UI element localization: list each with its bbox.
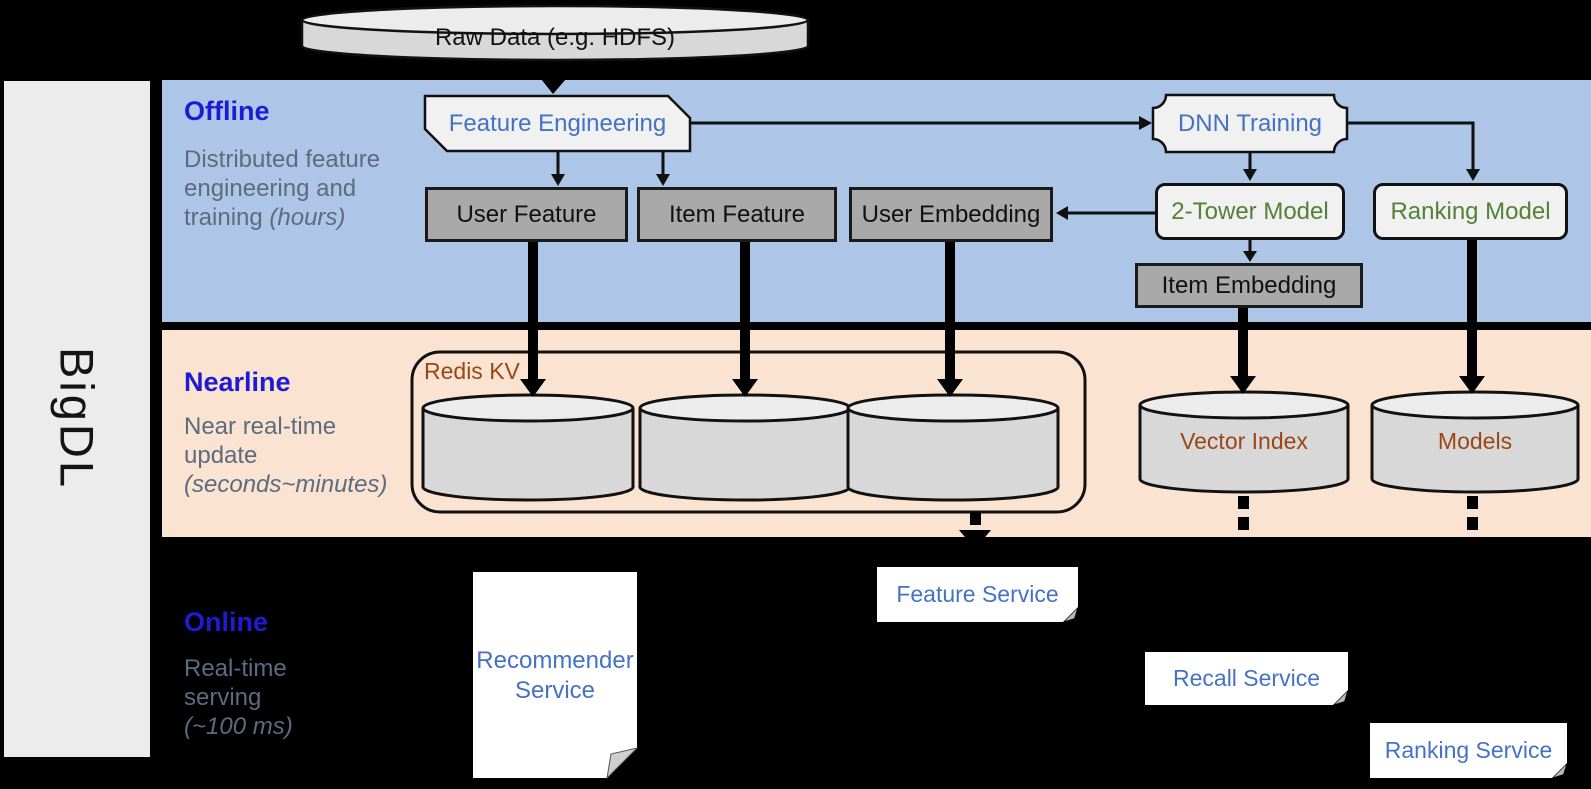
offline-subtitle-text: Distributed feature engineering and trai… [184,146,381,231]
recall-service-node: Recall Service [1145,652,1348,705]
ranking-service-label: Ranking Service [1384,737,1553,763]
online-section-subtitle: Real-time serving (~100 ms) [184,654,319,741]
ranking-model-label: Ranking Model [1390,197,1551,225]
two-tower-model-node: 2-Tower Model [1155,183,1345,240]
user-embedding-label: User Embedding [861,200,1041,228]
ranking-model-node: Ranking Model [1373,183,1568,240]
feature-service-node: Feature Service [877,567,1078,622]
bigdl-logo-text: BigDL [50,347,104,491]
folded-corner-icon [1552,763,1567,778]
feature-service-label: Feature Service [896,581,1059,607]
nearline-subtitle-text: Near real-time update [184,413,337,469]
feature-engineering-label: Feature Engineering [448,109,667,137]
offline-section-title: Offline [184,96,270,126]
nearline-section-subtitle: Near real-time update (seconds~minutes) [184,412,414,499]
two-tower-model-label: 2-Tower Model [1171,197,1329,225]
vector-index-label: Vector Index [1180,427,1308,454]
user-embedding-node: User Embedding [849,187,1053,242]
nearline-section-title: Nearline [184,367,291,397]
online-subtitle-text: Real-time serving [184,655,287,711]
user-feature-node: User Feature [425,187,628,242]
item-embedding-label: Item Embedding [1161,271,1337,299]
recall-service-label: Recall Service [1173,665,1320,691]
online-subtitle-em: (~100 ms) [184,713,293,740]
recommender-service-label: Recommender Service [476,647,634,704]
offline-section-subtitle: Distributed feature engineering and trai… [184,145,389,232]
item-feature-label: Item Feature [668,200,806,228]
folded-corner-icon [1333,690,1348,705]
redis-kv-label: Redis KV [424,357,520,384]
folded-corner-icon [1063,607,1078,622]
item-embedding-node: Item Embedding [1135,263,1363,308]
ranking-service-node: Ranking Service [1370,723,1567,778]
online-section-title: Online [184,607,269,637]
bigdl-sidebar: BigDL [4,81,150,757]
models-label: Models [1437,427,1513,454]
dnn-training-label: DNN Training [1177,109,1323,137]
raw-data-label: Raw Data (e.g. HDFS) [434,24,676,51]
nearline-subtitle-em: (seconds~minutes) [184,471,388,498]
user-feature-label: User Feature [456,200,597,228]
item-feature-node: Item Feature [637,187,837,242]
offline-subtitle-em: (hours) [269,204,346,231]
